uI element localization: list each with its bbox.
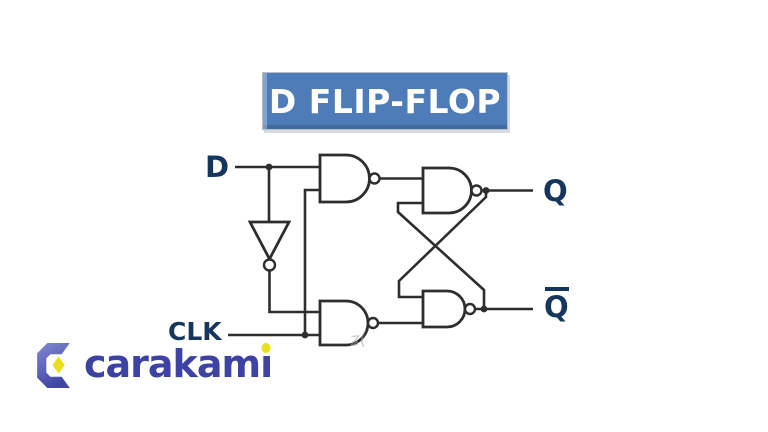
nand-gate-1 [318, 153, 381, 204]
wire-feedback-q-to-nand4 [397, 190, 488, 299]
junction-dot-qbar [480, 305, 488, 313]
nand3-inversion-bubble [470, 184, 483, 197]
nand4-body [421, 289, 467, 329]
inverter-bubble [262, 258, 277, 272]
nand-gate-3 [421, 166, 483, 215]
logo-letter-i: ı [260, 342, 273, 386]
qbar-letter: Q [544, 290, 569, 324]
junction-dot-clk [301, 331, 309, 339]
nand3-body [421, 166, 473, 215]
watermark-mark: ʑ( [348, 328, 368, 351]
label-q-bar: Q [544, 287, 569, 324]
title-banner: D FLIP-FLOP [262, 72, 508, 130]
logo-dotless-i: ı [260, 342, 273, 386]
nand4-inversion-bubble [463, 302, 477, 316]
logo-c-shape [37, 343, 70, 388]
nand-gate-4 [421, 289, 477, 329]
label-d: D [205, 150, 230, 184]
nand1-body [318, 153, 371, 204]
wire-inverter-to-nand2 [268, 270, 320, 314]
nand2-inversion-bubble [366, 316, 380, 330]
inverter-triangle [247, 220, 292, 263]
wire-feedback-qbar-to-nand3 [396, 201, 486, 309]
logo-yellow-diamond [52, 356, 65, 374]
label-q: Q [543, 174, 568, 208]
junction-dot-q [482, 187, 490, 194]
nand-gate-2 [318, 299, 380, 347]
junction-dot-d [265, 163, 273, 171]
carakami-logo-icon [37, 343, 70, 388]
nand1-inversion-bubble [368, 172, 381, 185]
label-clk: CLK [168, 317, 222, 346]
wire-clk-to-nand1 [303, 188, 320, 335]
qbar-overline [545, 287, 569, 291]
page-title: D FLIP-FLOP [268, 81, 502, 121]
logo-i-yellow-dot [261, 343, 271, 353]
not-gate [247, 220, 292, 272]
logo-text-body: carakam [84, 342, 261, 386]
